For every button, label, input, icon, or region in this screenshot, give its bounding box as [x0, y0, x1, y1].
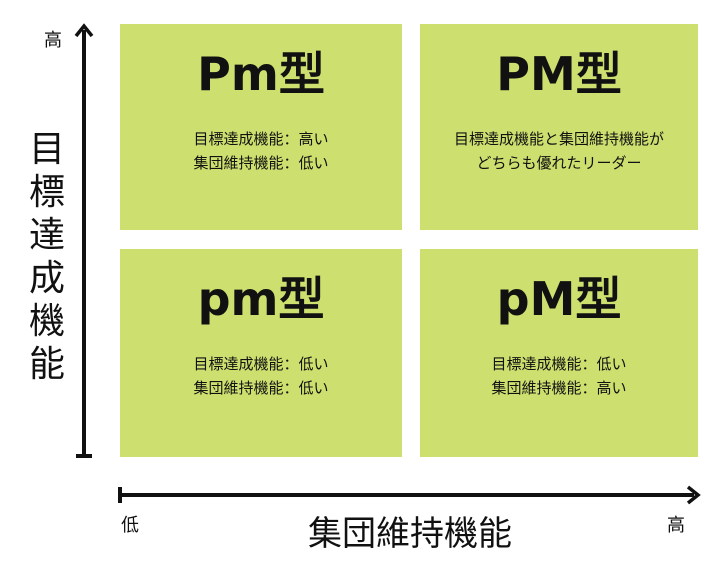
- quadrant-description: 目標達成機能：低い 集団維持機能：低い: [120, 352, 402, 400]
- quadrant-top-right: PM型 目標達成機能と集団維持機能が どちらも優れたリーダー: [420, 24, 698, 230]
- y-axis-high-label: 高: [44, 30, 62, 51]
- y-axis-title-char: 成: [28, 258, 65, 299]
- quadrant-top-left: Pm型 目標達成機能：高い 集団維持機能：低い: [120, 24, 402, 230]
- x-axis-high-label: 高: [667, 515, 685, 536]
- quadrant-line: どちらも優れたリーダー: [476, 154, 642, 172]
- quadrant-line: 目標達成機能と集団維持機能が: [453, 130, 664, 148]
- quadrant-title: Pm型: [197, 47, 325, 101]
- quadrant-line: 集団維持機能：高い: [491, 379, 627, 397]
- y-axis-title-char: 達: [28, 215, 65, 256]
- x-axis-title: 集団維持機能: [308, 514, 512, 554]
- quadrant-description: 目標達成機能と集団維持機能が どちらも優れたリーダー: [420, 127, 698, 175]
- quadrant-bottom-right: pM型 目標達成機能：低い 集団維持機能：高い: [420, 249, 698, 457]
- y-axis-title-char: 能: [28, 344, 65, 385]
- y-axis-title-char: 機: [28, 301, 65, 342]
- quadrant-line: 目標達成機能：低い: [193, 355, 329, 373]
- quadrant-line: 集団維持機能：低い: [193, 379, 329, 397]
- y-axis-title-char: 標: [28, 172, 65, 213]
- x-axis-low-label: 低: [121, 515, 139, 536]
- y-axis-title: 目標達成機能: [25, 128, 69, 386]
- quadrant-line: 集団維持機能：低い: [193, 154, 329, 172]
- quadrant-description: 目標達成機能：高い 集団維持機能：低い: [120, 127, 402, 175]
- quadrant-title: PM型: [496, 47, 622, 101]
- y-axis-title-char: 目: [28, 129, 65, 170]
- quadrant-description: 目標達成機能：低い 集団維持機能：高い: [420, 352, 698, 400]
- quadrant-line: 目標達成機能：高い: [193, 130, 329, 148]
- quadrant-bottom-left: pm型 目標達成機能：低い 集団維持機能：低い: [120, 249, 402, 457]
- quadrant-line: 目標達成機能：低い: [491, 355, 627, 373]
- x-axis-arrow: [118, 485, 701, 505]
- quadrant-title: pm型: [197, 272, 325, 326]
- y-axis-arrow: [74, 23, 94, 458]
- quadrant-title: pM型: [496, 272, 622, 326]
